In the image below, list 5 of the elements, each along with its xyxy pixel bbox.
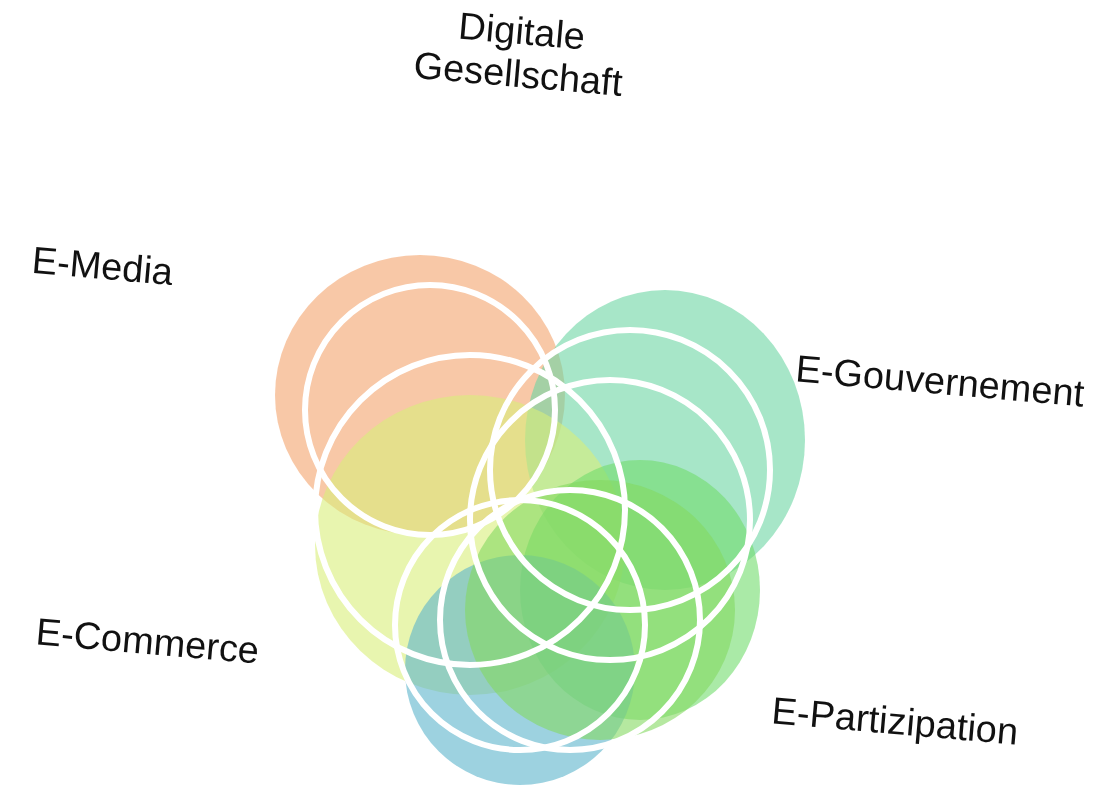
category-label: E-Commerce bbox=[33, 609, 262, 674]
category-label: Digitale Gesellschaft bbox=[411, 3, 626, 106]
category-label: E-Gouvernement bbox=[793, 347, 1087, 416]
category-label: E-Media bbox=[29, 237, 176, 296]
category-label: E-Partizipation bbox=[769, 688, 1021, 755]
